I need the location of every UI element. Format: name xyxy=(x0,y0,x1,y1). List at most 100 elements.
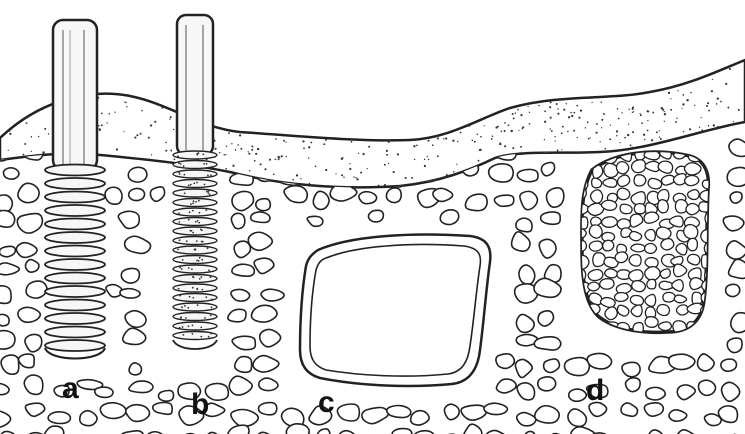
cortex-dot xyxy=(408,56,410,58)
cortex-dot xyxy=(283,140,285,142)
cortex-dot xyxy=(554,140,555,141)
surface-texture-dot xyxy=(190,230,192,232)
cortex-dot xyxy=(588,138,590,140)
graft-granule xyxy=(704,242,716,253)
thread-ring xyxy=(45,259,105,270)
trabecular-pore xyxy=(564,358,589,376)
cortex-dot xyxy=(659,130,660,131)
trabecular-pore xyxy=(489,164,514,182)
cortex-dot xyxy=(632,107,634,109)
cortex-dot xyxy=(652,149,654,151)
surface-texture-dot xyxy=(197,220,199,222)
surface-texture-dot xyxy=(207,247,209,249)
graft-granule xyxy=(620,204,632,213)
trabecular-pore xyxy=(517,413,536,426)
surface-texture-dot xyxy=(182,326,184,328)
cortex-dot xyxy=(359,120,361,122)
cortex-dot xyxy=(24,143,26,145)
cortex-dot xyxy=(615,73,617,75)
cortex-dot xyxy=(508,89,510,91)
implant-b-shaft xyxy=(177,15,213,155)
cortex-dot xyxy=(161,84,163,86)
cortex-dot xyxy=(527,106,528,107)
cortex-dot xyxy=(360,172,362,174)
cortex-dot xyxy=(544,110,546,112)
cortex-dot xyxy=(726,60,728,62)
surface-texture-dot xyxy=(189,296,191,298)
trabecular-pore xyxy=(232,336,255,349)
trabecular-pore xyxy=(496,354,514,369)
trabecular-pore xyxy=(0,286,11,304)
cortex-dot xyxy=(624,78,625,79)
cortex-dot xyxy=(590,62,591,63)
cortex-dot xyxy=(394,122,396,124)
cortex-dot xyxy=(533,76,534,77)
cortex-dot xyxy=(717,97,719,99)
cortex-dot xyxy=(48,65,50,67)
cortex-dot xyxy=(420,60,422,62)
surface-texture-dot xyxy=(196,182,198,184)
surface-texture-dot xyxy=(188,325,190,327)
cortex-dot xyxy=(648,111,649,112)
cortex-dot xyxy=(344,101,346,103)
cortex-dot xyxy=(249,66,251,68)
graft-granule xyxy=(588,270,603,281)
cortex-dot xyxy=(337,114,338,115)
cortex-dot xyxy=(520,146,522,148)
cortex-dot xyxy=(355,177,357,179)
trabecular-pore xyxy=(697,354,714,371)
surface-texture-dot xyxy=(207,174,209,176)
cortex-dot xyxy=(470,80,472,82)
graft-granule xyxy=(588,282,600,291)
cortex-dot xyxy=(660,138,662,140)
cortex-dot xyxy=(322,126,324,128)
trabecular-pore xyxy=(120,289,140,298)
trabecular-pore xyxy=(730,192,742,203)
cortex-dot xyxy=(0,93,1,95)
cortex-dot xyxy=(573,72,575,74)
cortex-dot xyxy=(443,138,445,140)
cortex-dot xyxy=(242,108,244,110)
surface-texture-dot xyxy=(201,241,203,243)
thread-ring xyxy=(173,199,217,207)
cortex-dot xyxy=(612,55,614,57)
cortex-dot xyxy=(256,57,258,59)
cortex-dot xyxy=(569,95,570,96)
surface-texture-dot xyxy=(200,276,202,278)
cortex-dot xyxy=(262,189,264,191)
cortex-dot xyxy=(358,61,360,63)
surface-texture-dot xyxy=(201,259,203,261)
cortex-dot xyxy=(553,84,555,86)
surface-texture-dot xyxy=(181,268,183,270)
cortex-dot xyxy=(122,163,124,165)
cortex-dot xyxy=(270,84,271,85)
trabecular-pore xyxy=(129,188,145,200)
cortex-dot xyxy=(587,121,589,123)
trabecular-pore xyxy=(484,403,507,414)
cortex-dot xyxy=(277,81,279,83)
cortex-dot xyxy=(239,134,241,136)
surface-texture-dot xyxy=(192,325,194,327)
cortex-dot xyxy=(544,139,545,140)
cortex-dot xyxy=(508,89,510,91)
surface-texture-dot xyxy=(199,257,201,259)
implant-a-threads xyxy=(45,165,105,359)
trabecular-pore xyxy=(729,139,745,156)
thread-ring xyxy=(45,178,105,189)
trabecular-pore xyxy=(25,334,42,351)
cortex-dot xyxy=(490,93,492,95)
cortex-dot xyxy=(285,141,286,142)
cortex-dot xyxy=(173,81,175,83)
trabecular-pore xyxy=(569,389,587,401)
cortex-dot xyxy=(151,166,153,168)
cortex-dot xyxy=(9,133,11,135)
cortex-dot xyxy=(470,65,472,67)
trabecular-pore xyxy=(519,265,535,284)
surface-texture-dot xyxy=(199,278,201,280)
cortex-dot xyxy=(539,93,541,95)
cortex-dot xyxy=(241,95,243,97)
trabecular-pore xyxy=(18,307,40,322)
surface-texture-dot xyxy=(183,334,185,336)
cortex-dot xyxy=(35,86,37,88)
cortex-dot xyxy=(660,60,662,62)
